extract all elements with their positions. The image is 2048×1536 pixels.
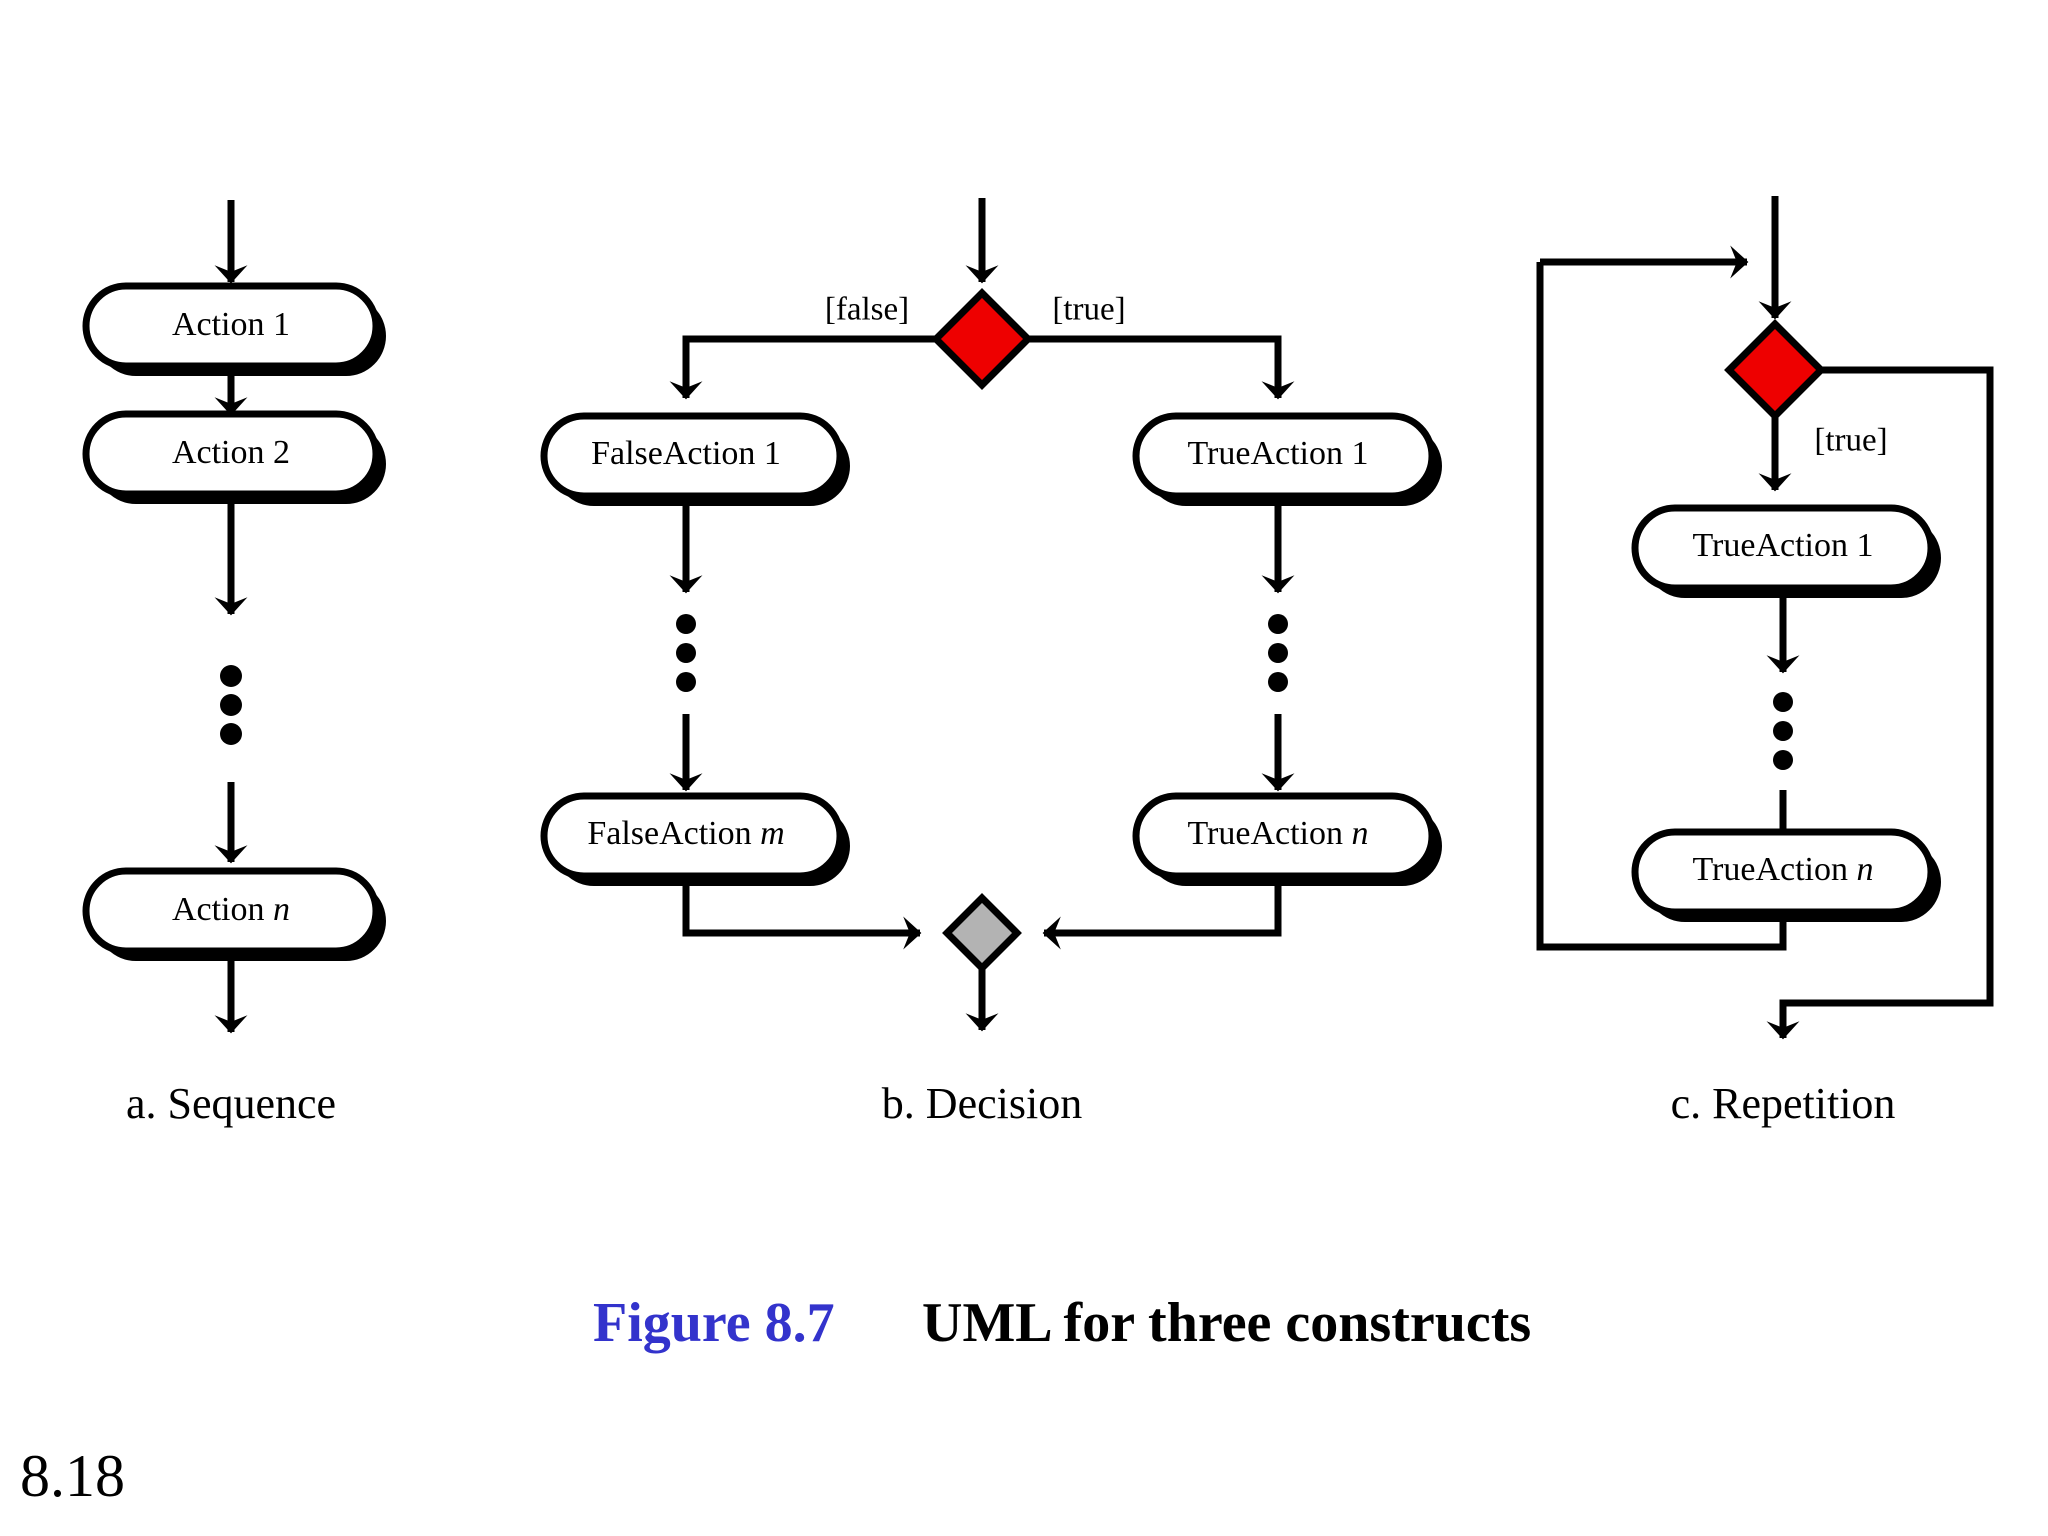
true-action-1-label: TrueAction 1 bbox=[1187, 435, 1368, 472]
figure-title: UML for three constructs bbox=[922, 1292, 1531, 1354]
false-action-1-box bbox=[540, 412, 844, 500]
guard-label-true: [true] bbox=[1052, 292, 1125, 328]
action-1-box bbox=[82, 282, 380, 370]
action-2-box bbox=[82, 410, 380, 498]
repetition-decision-diamond[interactable] bbox=[1724, 319, 1826, 421]
edge-false-action-m-to-merge bbox=[682, 876, 922, 950]
false-action-1-label: FalseAction 1 bbox=[591, 435, 781, 472]
true-action-n-label: TrueAction n bbox=[1187, 815, 1368, 852]
figure-caption: Figure 8.7 UML for three constructs bbox=[593, 1292, 1531, 1354]
true-action-n-box bbox=[1132, 792, 1436, 880]
figure-number: Figure 8.7 bbox=[593, 1292, 835, 1354]
ellipsis-true-branch bbox=[1268, 614, 1288, 692]
edge-loop-back-path bbox=[1536, 262, 1787, 951]
node-action-2[interactable]: Action 2 bbox=[82, 410, 386, 504]
action-2-label: Action 2 bbox=[172, 434, 290, 471]
part-decision: [false] [true] FalseAction 1 FalseAction… bbox=[540, 198, 1442, 1128]
caption-decision: b. Decision bbox=[882, 1079, 1082, 1128]
repetition-true-action-1-box bbox=[1631, 504, 1935, 592]
caption-repetition: c. Repetition bbox=[1671, 1079, 1896, 1128]
action-1-label: Action 1 bbox=[172, 306, 290, 343]
edge-decision-to-true-action-1 bbox=[1028, 335, 1295, 400]
page-number: 8.18 bbox=[20, 1443, 125, 1509]
ellipsis-repetition bbox=[1773, 692, 1793, 770]
node-false-action-1[interactable]: FalseAction 1 bbox=[540, 412, 850, 506]
repetition-true-action-n-label: TrueAction n bbox=[1692, 851, 1873, 888]
node-false-action-m[interactable]: FalseAction m bbox=[540, 792, 850, 886]
part-sequence: Action 1 Action 2 Action n a. Sequence bbox=[82, 200, 386, 1128]
part-repetition: [true] TrueAction 1 TrueAction n c. Repe… bbox=[1536, 196, 1994, 1128]
edge-true-action-n-to-merge bbox=[1042, 876, 1282, 950]
node-true-action-n[interactable]: TrueAction n bbox=[1132, 792, 1442, 886]
action-n-label: Action n bbox=[172, 891, 290, 928]
node-repetition-true-action-1[interactable]: TrueAction 1 bbox=[1631, 504, 1941, 598]
caption-sequence: a. Sequence bbox=[126, 1079, 336, 1128]
guard-label-true-repetition: [true] bbox=[1814, 423, 1887, 459]
node-action-1[interactable]: Action 1 bbox=[82, 282, 386, 376]
false-action-m-box bbox=[540, 792, 844, 880]
edge-decision-to-false-action-1 bbox=[669, 335, 936, 400]
node-action-n[interactable]: Action n bbox=[82, 867, 386, 961]
node-repetition-true-action-n[interactable]: TrueAction n bbox=[1631, 828, 1941, 922]
guard-label-false: [false] bbox=[825, 292, 909, 328]
merge-diamond-node[interactable] bbox=[942, 893, 1022, 973]
node-true-action-1[interactable]: TrueAction 1 bbox=[1132, 412, 1442, 506]
ellipsis-sequence bbox=[220, 665, 242, 745]
ellipsis-false-branch bbox=[676, 614, 696, 692]
true-action-1-box bbox=[1132, 412, 1436, 500]
edge-repetition-false-exit bbox=[1766, 366, 1994, 1040]
action-n-box bbox=[82, 867, 380, 955]
false-action-m-label: FalseAction m bbox=[587, 815, 784, 852]
decision-diamond-node[interactable] bbox=[931, 288, 1033, 390]
repetition-true-action-1-label: TrueAction 1 bbox=[1692, 527, 1873, 564]
